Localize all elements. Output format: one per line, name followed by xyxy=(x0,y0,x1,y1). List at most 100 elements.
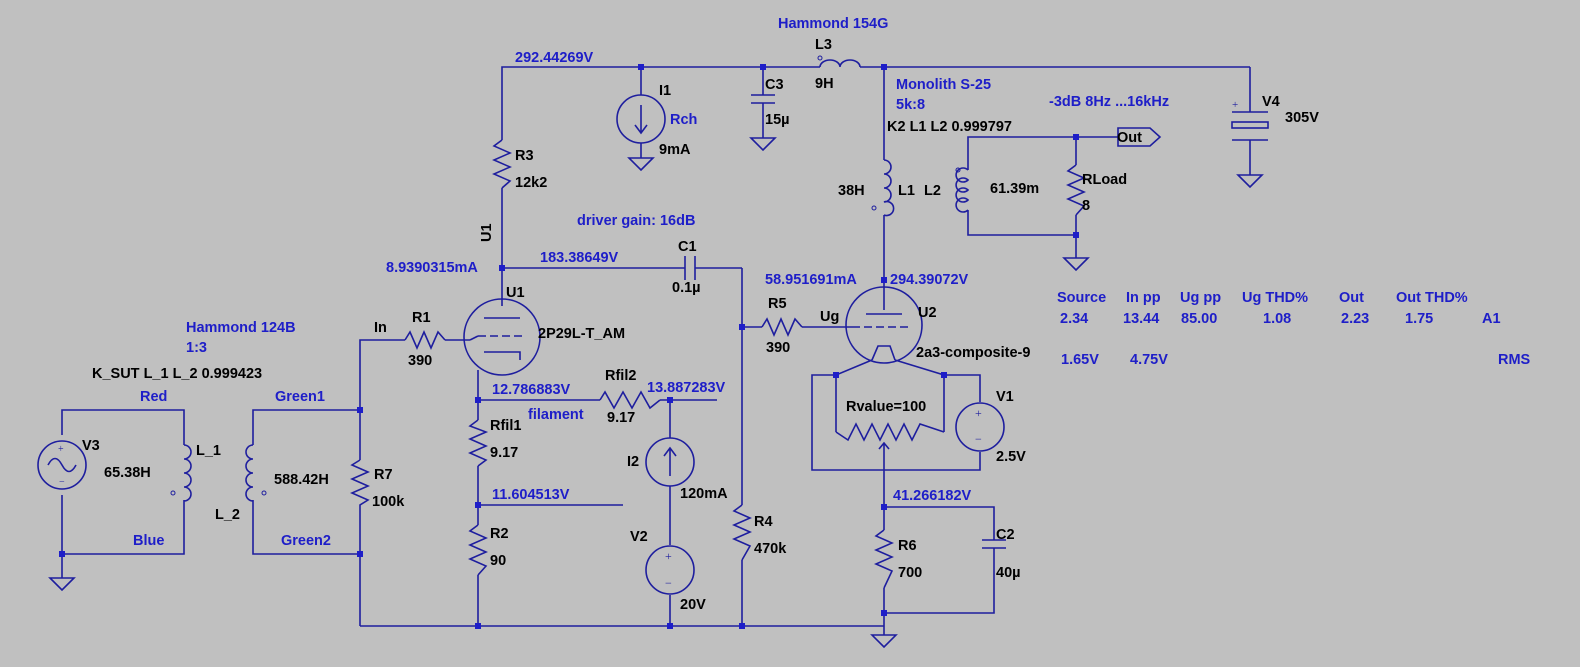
u2-model: 2a3-composite-9 xyxy=(916,345,1030,361)
v3-ac-source-symbol xyxy=(37,440,87,490)
l2-value: 61.39m xyxy=(990,181,1039,197)
c2-name: C2 xyxy=(996,527,1015,543)
junction-dot xyxy=(739,623,745,629)
wire-heater-v1 xyxy=(944,374,981,402)
u1-side-label: U1 xyxy=(479,223,495,242)
r5-value: 390 xyxy=(766,340,790,356)
junction-dot xyxy=(357,407,363,413)
r7-value: 100k xyxy=(372,494,405,510)
t124b-ratio: 1:3 xyxy=(186,340,207,356)
measurement-out-thd-value: 1.75 xyxy=(1405,311,1433,327)
minus-icon: − xyxy=(59,477,65,488)
u1-cathode-electrode xyxy=(484,351,521,360)
r6-name: R6 xyxy=(898,538,917,554)
c3-value: 15µ xyxy=(765,112,789,128)
node-u1-current: 8.9390315mA xyxy=(386,260,478,276)
wire-u2-heater xyxy=(835,359,873,432)
ground-icon xyxy=(870,634,898,649)
junction-dot xyxy=(833,372,839,378)
rfil1-resistor-symbol xyxy=(468,419,489,467)
ground-icon xyxy=(749,137,777,152)
node-u1-plate-voltage: 183.38649V xyxy=(540,250,619,266)
wires xyxy=(61,66,1251,635)
r3-resistor-symbol xyxy=(492,139,512,189)
l2-inductor-symbol xyxy=(955,167,970,213)
r7-resistor-symbol xyxy=(350,459,370,510)
junction-dot xyxy=(760,64,766,70)
measurement-header-ug-thd: Ug THD% xyxy=(1242,290,1308,306)
wire-v3-loop xyxy=(61,409,185,445)
c3-name: C3 xyxy=(765,77,784,93)
rfil1-value: 9.17 xyxy=(490,445,518,461)
r7-name: R7 xyxy=(374,467,393,483)
wire-heater-loop xyxy=(811,374,981,471)
measurement-header-out: Out xyxy=(1339,290,1364,306)
junction-dot xyxy=(667,623,673,629)
c1-name: C1 xyxy=(678,239,697,255)
wire-u2-heater-r xyxy=(894,359,945,432)
t124b-coupling: K_SUT L_1 L_2 0.999423 xyxy=(92,366,262,382)
v2-source-symbol xyxy=(645,545,695,595)
i2-value: 120mA xyxy=(680,486,728,502)
v2-value: 20V xyxy=(680,597,706,613)
junction-dot xyxy=(638,64,644,70)
wire-v3-bottom xyxy=(61,495,185,555)
minus-icon: − xyxy=(665,576,672,590)
wire-c2-top xyxy=(884,506,995,540)
measurement-out-value: 2.23 xyxy=(1341,311,1369,327)
net-label-out: Out xyxy=(1117,130,1142,146)
measurement-ug-pp-value: 85.00 xyxy=(1181,311,1217,327)
l-2-name: L_2 xyxy=(215,507,240,523)
wire-l2-out-top xyxy=(967,136,1118,170)
u1-model: 2P29L-T_AM xyxy=(538,326,625,342)
junction-dot xyxy=(357,551,363,557)
r1-resistor-symbol xyxy=(404,330,446,350)
rfil2-resistor-symbol xyxy=(599,390,661,410)
rvalue-name: Rvalue=100 xyxy=(846,399,926,415)
r4-value: 470k xyxy=(754,541,787,557)
rload-resistor-symbol xyxy=(1066,164,1086,216)
monolith-coupling: K2 L1 L2 0.999797 xyxy=(887,119,1012,135)
i1-value: 9mA xyxy=(659,142,691,158)
rfil2-value: 9.17 xyxy=(607,410,635,426)
node-bplus-voltage: 292.44269V xyxy=(515,50,594,66)
junction-dot xyxy=(475,623,481,629)
plus-icon: + xyxy=(58,444,64,455)
v2-name: V2 xyxy=(630,529,648,545)
junction-dot xyxy=(881,504,887,510)
rload-value: 8 xyxy=(1082,198,1090,214)
t154g-title: Hammond 154G xyxy=(778,16,888,32)
u2-heater-filament xyxy=(871,345,896,361)
r2-value: 90 xyxy=(490,553,506,569)
c1-value: 0.1µ xyxy=(672,280,701,296)
r1-name: R1 xyxy=(412,310,431,326)
node-u2-cathode-voltage: 41.266182V xyxy=(893,488,972,504)
u1-grid-lead xyxy=(469,335,479,341)
u2-tube-symbol xyxy=(845,286,923,364)
measurement-source-value: 2.34 xyxy=(1060,311,1088,327)
ground-icon xyxy=(1236,174,1264,189)
wire-in xyxy=(359,339,405,410)
rvalue-pot-symbol xyxy=(835,422,945,442)
rfil1-name: Rfil1 xyxy=(490,418,521,434)
wire-l2-out-bottom xyxy=(967,210,1076,236)
wiper-arrow-icon xyxy=(878,441,890,450)
net-label-red: Red xyxy=(140,389,167,405)
node-fil-low-voltage: 11.604513V xyxy=(492,487,570,503)
v4-name: V4 xyxy=(1262,94,1280,110)
junction-dot xyxy=(1073,232,1079,238)
v3-name: V3 xyxy=(82,438,100,454)
l3-inductor-symbol xyxy=(819,59,861,68)
r6-resistor-symbol xyxy=(874,529,894,589)
polarity-dot-icon xyxy=(871,205,877,211)
wire-l2-bottom xyxy=(252,500,360,555)
ac-wave-icon xyxy=(47,457,77,473)
r2-resistor-symbol xyxy=(468,524,488,576)
l1-value: 38H xyxy=(838,183,865,199)
junction-dot xyxy=(881,64,887,70)
plus-icon: + xyxy=(975,406,982,420)
junction-dot xyxy=(739,324,745,330)
polarity-dot-icon xyxy=(170,490,176,496)
u1-name: U1 xyxy=(506,285,525,301)
t124b-title: Hammond 124B xyxy=(186,320,296,336)
